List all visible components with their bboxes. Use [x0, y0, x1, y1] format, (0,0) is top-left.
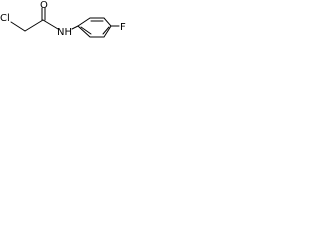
ring-inner-bond-3 [80, 26, 92, 35]
atom-label-fluorine: F [120, 22, 126, 33]
ring-inner-bond-2 [102, 26, 110, 35]
atom-label-oxygen: O [40, 0, 48, 11]
bond-cl-ch2 [10, 21, 26, 32]
bond-carbonyl-n [42, 19, 59, 30]
bond-ch2-carbonyl [24, 19, 44, 32]
atom-label-nh: NH [57, 27, 72, 38]
atom-label-cl: Cl [0, 13, 10, 24]
bond-n-ring [71, 25, 79, 30]
chemical-structure: Cl O NH F [0, 0, 126, 38]
